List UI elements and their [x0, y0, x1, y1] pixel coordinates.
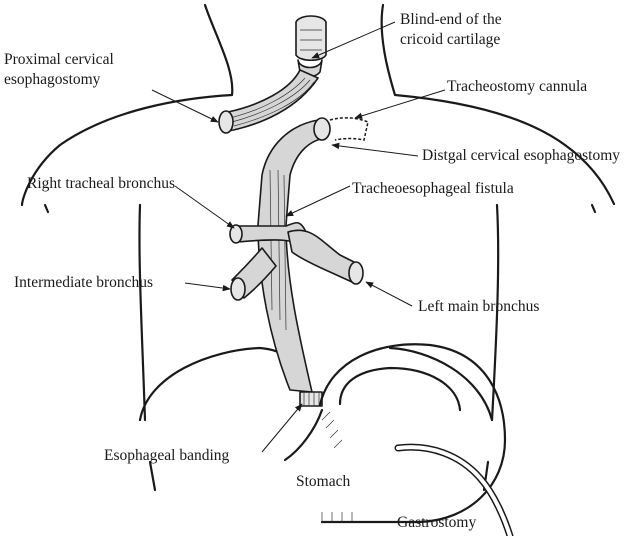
esophageal-banding: [300, 392, 322, 406]
label-blind-end-line2: cricoid cartilage: [400, 31, 500, 48]
label-right-tracheal: Right tracheal bronchus: [27, 175, 175, 192]
label-distal: Distgal cervical esophagostomy: [422, 147, 620, 164]
label-intermediate: Intermediate bronchus: [14, 274, 153, 291]
label-stomach: Stomach: [296, 473, 350, 490]
stomach: [285, 344, 505, 522]
label-proximal-line1: Proximal cervical: [4, 51, 114, 68]
label-proximal-line2: esophagostomy: [4, 71, 101, 88]
label-fistula: Tracheoesophageal fistula: [352, 180, 514, 197]
cricoid-blind-end: [296, 16, 326, 77]
labels: Blind-end of the cricoid cartilage Proxi…: [4, 11, 620, 531]
bronchi: [230, 223, 363, 300]
label-gastrostomy: Gastrostomy: [397, 514, 476, 531]
label-blind-end-line1: Blind-end of the: [400, 11, 502, 28]
label-left-main: Left main bronchus: [418, 298, 539, 315]
label-banding: Esophageal banding: [104, 447, 230, 464]
label-cannula: Tracheostomy cannula: [447, 78, 587, 95]
